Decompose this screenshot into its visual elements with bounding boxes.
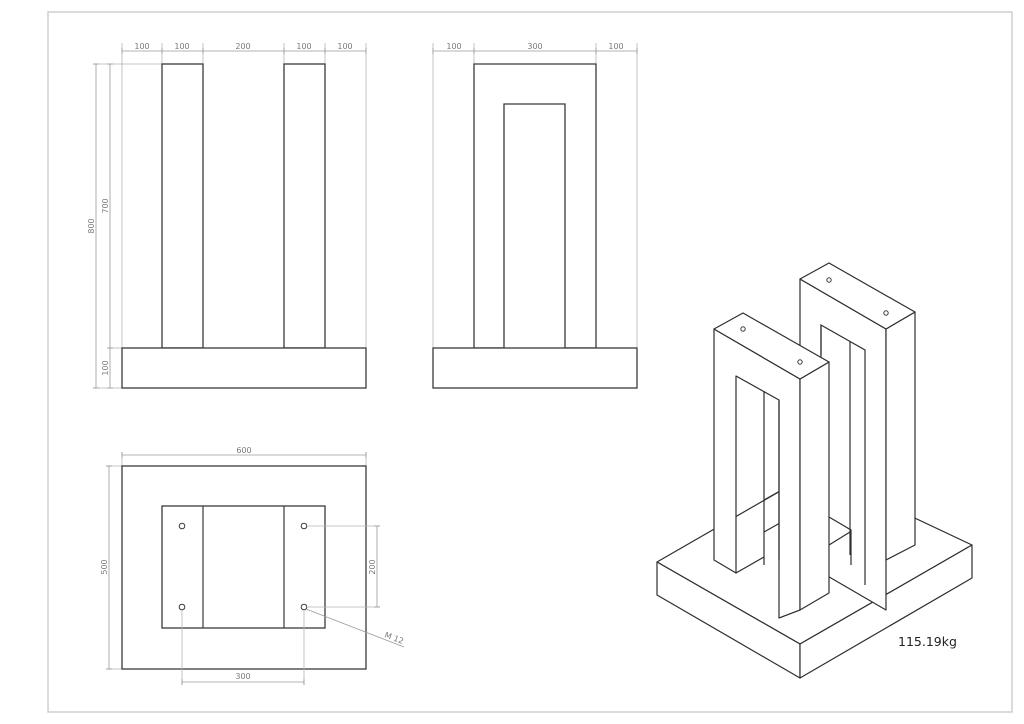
front-dim-4: 100 <box>296 42 311 51</box>
front-right-column <box>283 63 326 349</box>
hole-spacing-horizontal-label: 300 <box>235 672 250 681</box>
top-dim-depth: 500 <box>100 559 109 574</box>
top-frame-footprint <box>161 505 326 629</box>
iso-front-u-frame <box>713 312 830 619</box>
front-base-plate <box>121 347 367 389</box>
front-dim-3: 200 <box>235 42 250 51</box>
front-dim-5: 100 <box>337 42 352 51</box>
thread-callout-label: M 12 <box>383 630 405 645</box>
iso-base-right-face <box>799 544 973 679</box>
front-dim-overall-height: 800 <box>87 218 96 233</box>
front-dim-column-height: 700 <box>101 198 110 213</box>
side-dim-1: 100 <box>446 42 461 51</box>
side-u-frame <box>473 63 597 349</box>
side-view: 100 300 100 <box>432 42 638 389</box>
front-dim-2: 100 <box>174 42 189 51</box>
isometric-view: 115.19kg <box>656 262 973 679</box>
side-base-plate <box>432 347 638 389</box>
bolt-hole-top-right <box>300 522 308 530</box>
bolt-hole-bottom-right <box>300 603 308 611</box>
side-dim-2: 300 <box>527 42 542 51</box>
sheet-border <box>47 11 1013 713</box>
bolt-hole-top-left <box>178 522 186 530</box>
top-dim-width: 600 <box>236 446 251 455</box>
hole-spacing-vertical-label: 200 <box>368 559 377 574</box>
front-dim-base-height: 100 <box>101 360 110 375</box>
weight-label: 115.19kg <box>898 634 957 649</box>
side-dim-3: 100 <box>608 42 623 51</box>
front-left-column <box>161 63 204 349</box>
front-dim-1: 100 <box>134 42 149 51</box>
thread-callout-leader <box>305 608 405 648</box>
top-view: 600 500 200 300 M 12 <box>100 446 405 685</box>
bolt-hole-bottom-left <box>178 603 186 611</box>
front-view: 100 100 200 100 100 800 700 100 <box>87 42 367 389</box>
